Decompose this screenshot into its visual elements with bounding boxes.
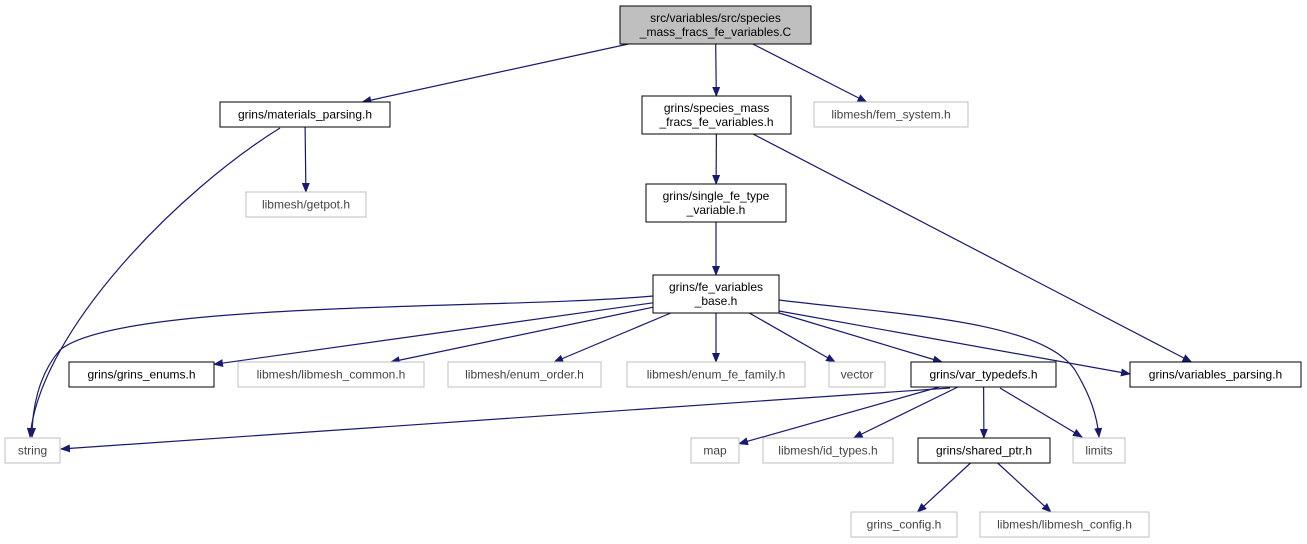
node-enum-fe-family: libmesh/enum_fe_family.h: [626, 361, 806, 388]
node-label: _fracs_fe_variables.h: [658, 115, 773, 129]
node-getpot: libmesh/getpot.h: [245, 191, 367, 218]
node-box: [219, 101, 391, 128]
node-box: [447, 361, 602, 388]
node-root[interactable]: src/variables/src/species_mass_fracs_fe_…: [619, 5, 812, 45]
edge-var-typedefs-to-id-types: [852, 386, 959, 439]
node-box: [237, 361, 425, 388]
node-vector: vector: [828, 361, 886, 388]
edges-layer: [26, 43, 1193, 513]
node-box: [979, 511, 1150, 538]
edge-var-typedefs-to-limits: [999, 387, 1083, 438]
node-box: [1129, 361, 1302, 388]
node-shared-ptr[interactable]: grins/shared_ptr.h: [917, 437, 1051, 464]
node-fe-variables-base[interactable]: grins/fe_variables_base.h: [652, 274, 780, 314]
node-box: [828, 361, 886, 388]
node-label: grins/fe_variables: [669, 280, 763, 294]
edge-fe-variables-base-to-limits: [778, 299, 1103, 438]
node-label: libmesh/fem_system.h: [831, 108, 950, 122]
edge-species-mass-h-to-variables-parsing: [752, 133, 1193, 363]
edge-var-typedefs-to-map: [738, 386, 940, 446]
edge-var-typedefs-to-string: [60, 387, 951, 453]
node-label: libmesh/enum_fe_family.h: [647, 368, 786, 382]
node-species-mass-h[interactable]: grins/species_mass_fracs_fe_variables.h: [641, 95, 792, 135]
node-label: _mass_fracs_fe_variables.C: [639, 25, 792, 39]
edge-materials-parsing-to-getpot: [301, 126, 310, 193]
node-box: [813, 101, 969, 128]
edge-fe-variables-base-to-var-typedefs: [778, 312, 943, 364]
node-label: libmesh/enum_order.h: [465, 368, 584, 382]
node-label: grins/variables_parsing.h: [1149, 368, 1282, 382]
node-label: _variable.h: [686, 203, 746, 217]
node-box: [245, 191, 367, 218]
node-box: [652, 274, 780, 314]
node-id-types: libmesh/id_types.h: [762, 437, 894, 464]
node-label: grins/grins_enums.h: [87, 368, 195, 382]
node-label: grins/shared_ptr.h: [936, 444, 1032, 458]
edge-shared-ptr-to-grins-config: [916, 462, 971, 513]
node-map: map: [690, 437, 740, 464]
nodes-layer: src/variables/src/species_mass_fracs_fe_…: [4, 5, 1302, 538]
node-label: grins/single_fe_type: [663, 189, 770, 203]
node-box: [641, 95, 792, 135]
edge-root-to-species-mass-h: [712, 43, 721, 97]
node-label: grins/species_mass: [664, 101, 769, 115]
node-label: grins_config.h: [867, 518, 942, 532]
node-single-fe-type[interactable]: grins/single_fe_type_variable.h: [645, 183, 787, 223]
node-box: [619, 5, 812, 45]
node-box: [1072, 437, 1126, 464]
node-box: [690, 437, 740, 464]
edge-fe-variables-base-to-string: [28, 295, 654, 438]
node-label: string: [18, 444, 47, 458]
node-box: [850, 511, 958, 538]
node-label: grins/materials_parsing.h: [238, 108, 372, 122]
edge-fe-variables-base-to-vector: [749, 312, 836, 363]
edge-fe-variables-base-to-variables-parsing: [778, 310, 1131, 377]
node-var-typedefs[interactable]: grins/var_typedefs.h: [910, 361, 1057, 388]
node-box: [910, 361, 1057, 388]
node-box: [917, 437, 1051, 464]
node-fem-system: libmesh/fem_system.h: [813, 101, 969, 128]
node-variables-parsing[interactable]: grins/variables_parsing.h: [1129, 361, 1302, 388]
node-label: grins/var_typedefs.h: [929, 368, 1037, 382]
node-libmesh-common: libmesh/libmesh_common.h: [237, 361, 425, 388]
edge-materials-parsing-to-string: [26, 127, 281, 438]
node-box: [645, 183, 787, 223]
node-box: [4, 437, 61, 464]
node-label: map: [703, 444, 727, 458]
node-limits: limits: [1072, 437, 1126, 464]
node-label: libmesh/libmesh_common.h: [257, 368, 406, 382]
node-box: [762, 437, 894, 464]
edge-fe-variables-base-to-enum-order: [553, 312, 672, 363]
node-box: [626, 361, 806, 388]
edge-shared-ptr-to-libmesh-config: [997, 462, 1052, 513]
node-label: vector: [841, 368, 874, 382]
node-enum-order: libmesh/enum_order.h: [447, 361, 602, 388]
edge-fe-variables-base-to-libmesh-common: [389, 306, 654, 365]
node-label: limits: [1085, 444, 1112, 458]
node-grins-enums[interactable]: grins/grins_enums.h: [68, 361, 215, 388]
node-materials-parsing[interactable]: grins/materials_parsing.h: [219, 101, 391, 128]
node-label: libmesh/getpot.h: [262, 198, 350, 212]
node-box: [68, 361, 215, 388]
edge-root-to-fem-system: [752, 43, 868, 103]
node-label: libmesh/id_types.h: [778, 444, 877, 458]
node-libmesh-config: libmesh/libmesh_config.h: [979, 511, 1150, 538]
edge-fe-variables-base-to-grins-enums: [213, 302, 654, 368]
node-label: src/variables/src/species: [650, 11, 781, 25]
node-string: string: [4, 437, 61, 464]
node-label: _base.h: [694, 294, 738, 308]
edge-root-to-materials-parsing: [361, 43, 629, 104]
node-label: libmesh/libmesh_config.h: [997, 518, 1132, 532]
node-grins-config: grins_config.h: [850, 511, 958, 538]
